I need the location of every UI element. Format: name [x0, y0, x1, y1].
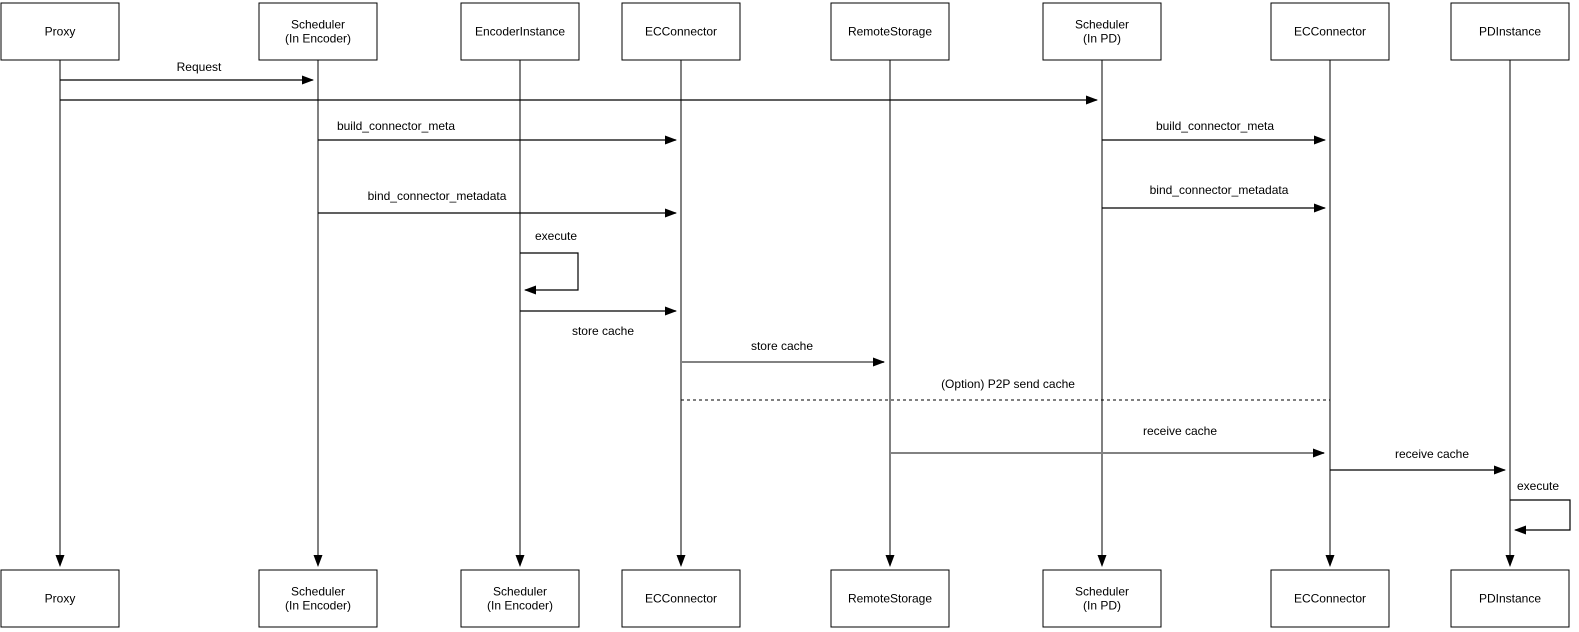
actor-bottom-encoder-instance-box [460, 569, 580, 628]
actor-top-pd-instance-label: PDInstance [1479, 25, 1541, 39]
actor-top-proxy-box [0, 2, 120, 61]
actor-top-scheduler-in-pd-box [1042, 2, 1162, 61]
actor-bottom-scheduler-in-encoder-label-line2: (In Encoder) [285, 599, 351, 613]
actor-top-scheduler-in-pd-label-line2: (In PD) [1083, 32, 1121, 46]
actor-top-encoder-instance-box [460, 2, 580, 61]
actor-bottom-scheduler-in-pd-label-line1: Scheduler [1075, 585, 1129, 599]
actor-bottom-encoder-instance: Scheduler (In Encoder) [460, 569, 580, 628]
actor-bottom-encoder-instance-label-line1: Scheduler [493, 585, 547, 599]
actor-bottom-proxy-box [0, 569, 120, 628]
actor-top-pd-instance-box [1450, 2, 1570, 61]
actor-top-pd-instance: PDInstance [1450, 2, 1570, 61]
message-label-execute-pd: execute [1517, 479, 1559, 493]
message-label-store-cache-to-connector: store cache [572, 324, 634, 338]
actor-top-ec-connector-encoder-label: ECConnector [645, 25, 717, 39]
actor-bottom-scheduler-in-encoder: Scheduler (In Encoder) [258, 569, 378, 628]
actor-bottom-pd-instance-label: PDInstance [1479, 592, 1541, 606]
actor-bottom-ec-connector-encoder-label: ECConnector [645, 592, 717, 606]
actor-bottom-ec-connector-encoder: ECConnector [621, 569, 741, 628]
actor-bottom-remote-storage: RemoteStorage [830, 569, 950, 628]
actor-top-ec-connector-encoder: ECConnector [621, 2, 741, 61]
message-arrow-execute-encoder-self-loop [520, 252, 579, 295]
message-label-receive-cache-from-storage: receive cache [1143, 424, 1217, 438]
actor-top-encoder-instance-label: EncoderInstance [475, 25, 565, 39]
message-label-receive-cache-to-pd-instance: receive cache [1395, 447, 1469, 461]
actor-top-ec-connector-pd-box [1270, 2, 1390, 61]
actor-top-remote-storage: RemoteStorage [830, 2, 950, 61]
actor-bottom-ec-connector-encoder-box [621, 569, 741, 628]
actor-bottom-scheduler-in-encoder-label-line1: Scheduler [291, 585, 345, 599]
actor-bottom-proxy: Proxy [0, 569, 120, 628]
actor-bottom-scheduler-in-pd: Scheduler (In PD) [1042, 569, 1162, 628]
message-label-bind-connector-metadata-encoder: bind_connector_metadata [368, 189, 507, 203]
actor-top-remote-storage-box [830, 2, 950, 61]
actor-bottom-ec-connector-pd: ECConnector [1270, 569, 1390, 628]
actor-top-ec-connector-pd-label: ECConnector [1294, 25, 1366, 39]
actor-top-ec-connector-encoder-box [621, 2, 741, 61]
message-label-p2p-send-cache: (Option) P2P send cache [941, 377, 1075, 391]
actor-top-scheduler-in-encoder-label-line1: Scheduler [291, 18, 345, 32]
actor-bottom-remote-storage-label: RemoteStorage [848, 592, 932, 606]
message-label-store-cache-to-remote-storage: store cache [751, 339, 813, 353]
actor-top-scheduler-in-encoder-label-line2: (In Encoder) [285, 32, 351, 46]
actor-bottom-scheduler-in-pd-box [1042, 569, 1162, 628]
message-label-build-connector-meta-encoder: build_connector_meta [337, 119, 455, 133]
actor-bottom-pd-instance-box [1450, 569, 1570, 628]
actor-top-scheduler-in-pd: Scheduler (In PD) [1042, 2, 1162, 61]
actor-bottom-proxy-label: Proxy [45, 592, 76, 606]
actor-bottom-remote-storage-box [830, 569, 950, 628]
actor-top-proxy-label: Proxy [45, 25, 76, 39]
message-label-request: Request [177, 60, 222, 74]
actor-bottom-scheduler-in-pd-label-line2: (In PD) [1083, 599, 1121, 613]
actor-bottom-scheduler-in-encoder-box [258, 569, 378, 628]
actor-top-proxy: Proxy [0, 2, 120, 61]
actor-top-ec-connector-pd: ECConnector [1270, 2, 1390, 61]
actor-top-scheduler-in-encoder-box [258, 2, 378, 61]
actor-top-scheduler-in-encoder: Scheduler (In Encoder) [258, 2, 378, 61]
message-label-execute-encoder: execute [535, 229, 577, 243]
actor-bottom-encoder-instance-label-line2: (In Encoder) [487, 599, 553, 613]
actor-bottom-pd-instance: PDInstance [1450, 569, 1570, 628]
actor-top-remote-storage-label: RemoteStorage [848, 25, 932, 39]
actor-bottom-ec-connector-pd-label: ECConnector [1294, 592, 1366, 606]
message-label-build-connector-meta-pd: build_connector_meta [1156, 119, 1274, 133]
message-label-bind-connector-metadata-pd: bind_connector_metadata [1150, 183, 1289, 197]
actor-bottom-ec-connector-pd-box [1270, 569, 1390, 628]
actor-top-scheduler-in-pd-label-line1: Scheduler [1075, 18, 1129, 32]
actor-top-encoder-instance: EncoderInstance [460, 2, 580, 61]
message-arrow-execute-pd-self-loop [1510, 499, 1571, 535]
